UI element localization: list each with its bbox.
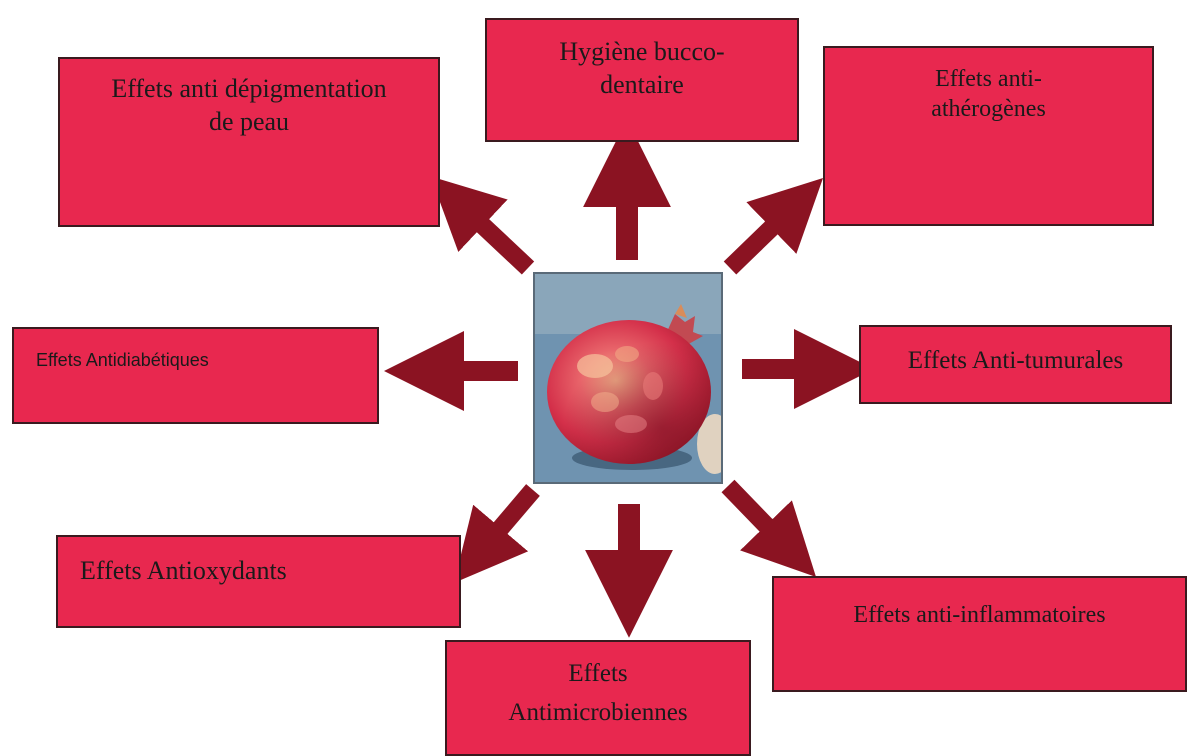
box-inflam-line-1: Effets anti-inflammatoires: [774, 600, 1185, 630]
box-antitumoral: Effets Anti-tumurales: [859, 325, 1172, 404]
box-antimicrobial: Effets Antimicrobiennes: [445, 640, 751, 756]
box-oral-hygiene: Hygiène bucco- dentaire: [485, 18, 799, 142]
box-tumor-line-1: Effets Anti-tumurales: [861, 345, 1170, 376]
box-skin-line-2: de peau: [60, 106, 438, 139]
arrow-to-antiox: [482, 490, 533, 550]
box-microbe-line-1: Effets: [447, 658, 749, 689]
box-antioxidant: Effets Antioxydants: [56, 535, 461, 628]
arrow-to-skin: [462, 206, 528, 268]
box-antiatherogenic: Effets anti- athérogènes: [823, 46, 1154, 226]
box-athero-line-1: Effets anti-: [825, 64, 1152, 94]
box-oral-line-2: dentaire: [487, 69, 797, 102]
arrow-to-athero: [730, 208, 792, 268]
box-athero-line-2: athérogènes: [825, 94, 1152, 124]
box-microbe-line-2: Antimicrobiennes: [447, 697, 749, 728]
box-oral-line-1: Hygiène bucco-: [487, 36, 797, 69]
box-antiox-line-1: Effets Antioxydants: [80, 555, 459, 588]
box-skin-line-1: Effets anti dépigmentation: [60, 73, 438, 106]
pomegranate-image: [533, 272, 723, 484]
box-antidiabetic: Effets Antidiabétiques: [12, 327, 379, 424]
arrow-to-inflam: [728, 486, 786, 546]
pomegranate-icon: [535, 274, 721, 482]
box-diabetes-line-1: Effets Antidiabétiques: [36, 349, 377, 372]
box-antiinflammatory: Effets anti-inflammatoires: [772, 576, 1187, 692]
box-skin-depigmentation: Effets anti dépigmentation de peau: [58, 57, 440, 227]
